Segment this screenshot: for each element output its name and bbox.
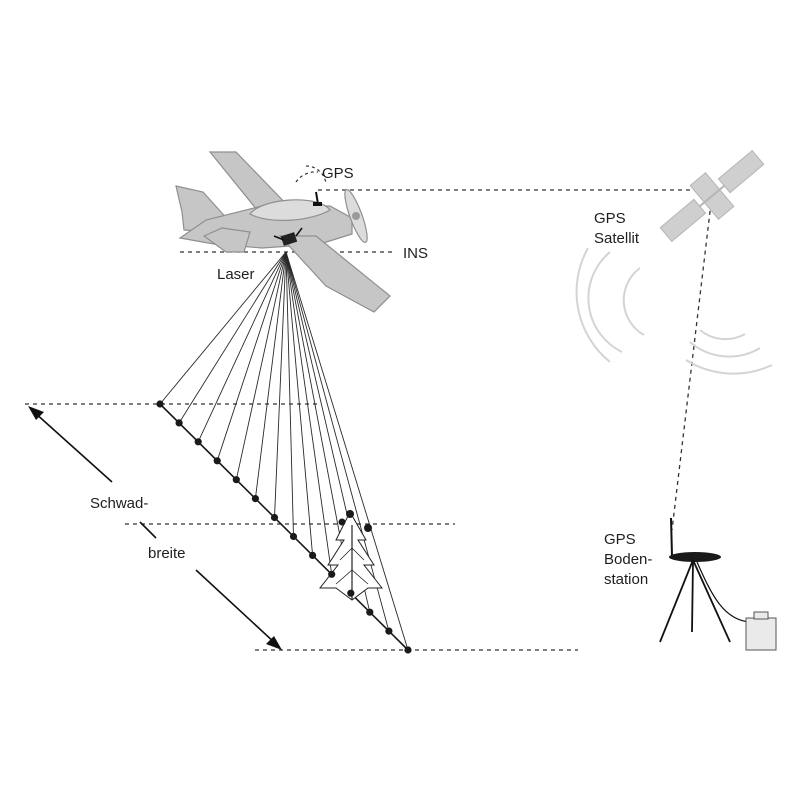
laser-ground-point [385, 627, 393, 635]
tree-icon [318, 510, 384, 601]
laser-ground-point [289, 532, 298, 541]
laser-beam [254, 251, 287, 499]
laser-ground-point [347, 589, 355, 597]
satellite-signal-waves [575, 247, 773, 375]
laser-beam [235, 251, 287, 480]
laser-beam [285, 251, 390, 632]
satellite-icon [659, 149, 765, 243]
gps-satellite-label-line2: Satellit [594, 230, 640, 247]
ground-station-label-line1: GPS [604, 531, 636, 548]
laser-ground-point [366, 608, 374, 616]
laser-beam [274, 251, 287, 518]
ins-label: INS [403, 245, 428, 262]
laser-label: Laser [217, 266, 255, 283]
laser-beam [285, 251, 409, 651]
laser-ground-point [270, 513, 279, 522]
laser-beam [178, 251, 287, 424]
laser-ground-point [404, 646, 412, 654]
ground-station-label-line2: Boden- [604, 551, 652, 568]
laser-ground-point [328, 570, 336, 578]
laser-beam [197, 251, 287, 442]
laser-beam [285, 251, 333, 575]
laser-ground-point [213, 457, 221, 465]
swath-label-line2: breite [148, 545, 186, 562]
laser-beam [285, 251, 352, 594]
laser-beam [285, 251, 294, 537]
gps-satellite-label-line1: GPS [594, 210, 626, 227]
gps-ground-station-icon [659, 517, 777, 651]
laser-ground-point [156, 400, 164, 408]
laser-beam [159, 251, 287, 405]
ground-station-label-line3: station [604, 571, 648, 588]
laser-ground-point [175, 419, 183, 427]
swath-label-line1: Schwad- [90, 495, 148, 512]
laser-points [156, 400, 412, 654]
laser-beam [216, 251, 287, 461]
laser-beam [285, 251, 314, 556]
laser-ground-point [232, 476, 240, 484]
swath-width-arrow [28, 406, 282, 650]
airplane-icon [175, 151, 391, 313]
laser-beams [159, 251, 409, 651]
laser-ground-point [251, 495, 259, 503]
laser-ground-point [309, 551, 317, 560]
laser-ground-point [194, 438, 202, 446]
gps-aircraft-label: GPS [322, 165, 354, 182]
ground-profile-line [159, 403, 409, 651]
